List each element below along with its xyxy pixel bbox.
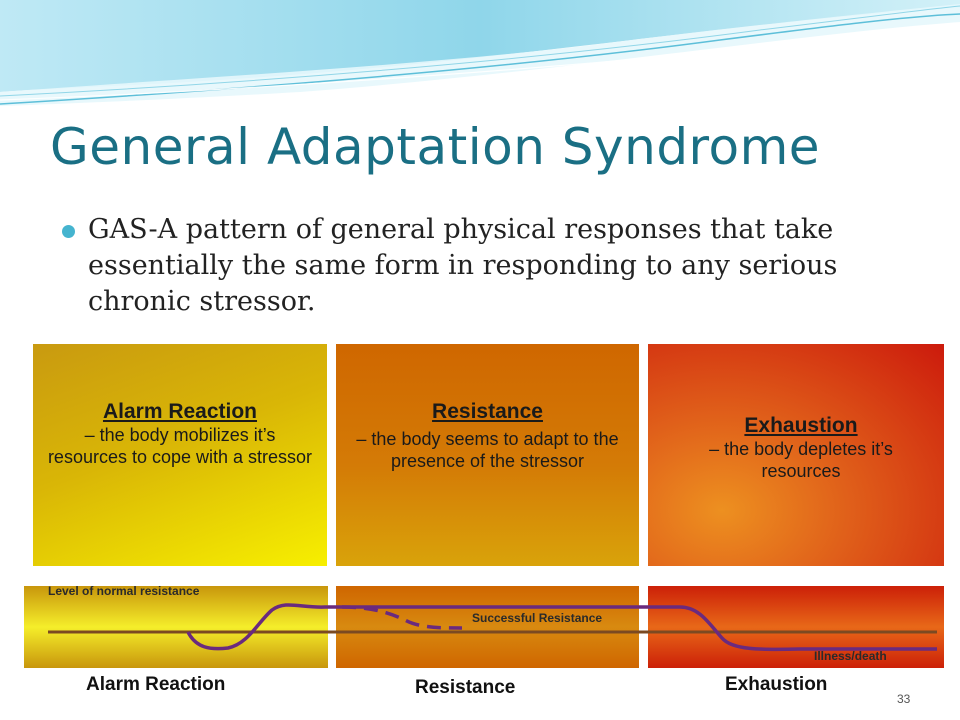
wave-header-decoration <box>0 0 960 106</box>
successful-resistance-label: Successful Resistance <box>472 611 603 625</box>
panel-description: – the body mobilizes it’s resources to c… <box>47 425 313 467</box>
bullet-dot-icon <box>62 225 75 238</box>
bullet-text: GAS-A pattern of general physical respon… <box>88 214 838 317</box>
band-resistance <box>336 586 639 668</box>
panel-alarm-reaction: Alarm Reaction – the body mobilizes it’s… <box>33 344 327 566</box>
page-number: 33 <box>897 692 911 706</box>
slide-title: General Adaptation Syndrome <box>50 118 821 176</box>
panel-resistance: Resistance – the body seems to adapt to … <box>336 344 639 566</box>
level-of-normal-resistance-label: Level of normal resistance <box>48 584 200 598</box>
stage-label-exhaustion: Exhaustion <box>725 674 828 695</box>
panel-description: – the body depletes it’s resources <box>709 439 893 481</box>
stage-label-resistance: Resistance <box>415 677 516 698</box>
panel-heading: Alarm Reaction <box>102 400 258 423</box>
stage-label-alarm-reaction: Alarm Reaction <box>86 674 226 695</box>
band-exhaustion <box>648 586 944 668</box>
panel-heading: Exhaustion <box>744 414 858 437</box>
panel-heading: Resistance <box>432 400 543 423</box>
illness-death-label: Illness/death <box>814 649 887 663</box>
panel-description: – the body seems to adapt to the presenc… <box>356 429 619 471</box>
panel-exhaustion: Exhaustion – the body depletes it’s reso… <box>648 344 944 566</box>
